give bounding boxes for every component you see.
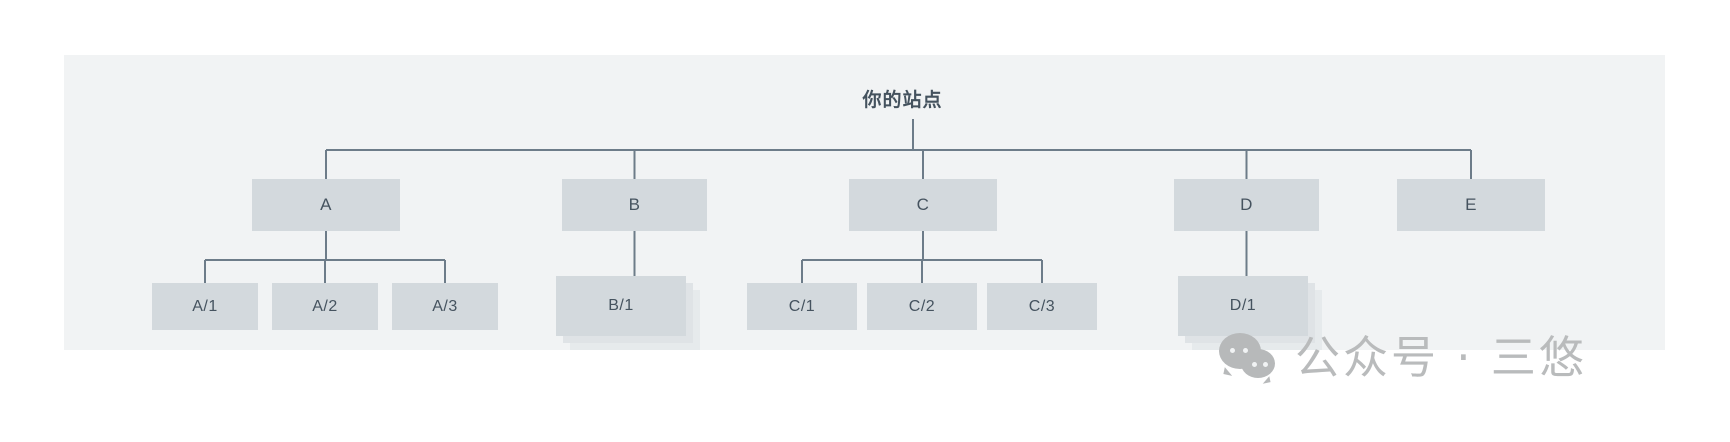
tree-node-label: D [1240, 195, 1253, 214]
tree-node-d[interactable]: D [1174, 179, 1319, 231]
tree-node-a-1[interactable]: A/1 [152, 283, 258, 330]
tree-node-label: D/1 [1229, 297, 1257, 314]
tree-node-label: C/2 [908, 297, 936, 315]
tree-node-label: B/1 [608, 297, 634, 314]
tree-node-b[interactable]: B [562, 179, 707, 231]
watermark-text: 公众号 · 三悠 [1295, 330, 1587, 384]
sitemap-canvas: 你的站点 A B C D E A/1 A/2 A/3 B/1 C/1 C/2 C/3 D/1 公众号 ·… [64, 55, 1665, 380]
tree-node-d-1[interactable]: D/1 [1178, 276, 1308, 336]
wechat-chat-bubbles-icon [1219, 333, 1281, 381]
tree-node-e[interactable]: E [1397, 179, 1545, 231]
tree-node-b-1[interactable]: B/1 [556, 276, 686, 336]
tree-node-label: B [628, 195, 641, 214]
tree-node-c-2[interactable]: C/2 [867, 283, 977, 330]
tree-node-label: C [916, 195, 930, 214]
watermark: 公众号 · 三悠 [1219, 333, 1587, 381]
tree-node-label: C/3 [1028, 297, 1056, 315]
tree-node-label: A/3 [432, 297, 458, 315]
tree-node-a[interactable]: A [252, 179, 400, 231]
tree-node-c-3[interactable]: C/3 [987, 283, 1097, 330]
root-node-label: 你的站点 [862, 90, 943, 111]
tree-node-label: A [320, 195, 332, 214]
tree-node-c-1[interactable]: C/1 [747, 283, 857, 330]
tree-node-a-3[interactable]: A/3 [392, 283, 498, 330]
tree-node-label: A/1 [192, 297, 218, 315]
tree-node-label: A/2 [312, 297, 338, 315]
tree-node-label: E [1465, 195, 1477, 214]
tree-node-a-2[interactable]: A/2 [272, 283, 378, 330]
tree-node-c[interactable]: C [849, 179, 997, 231]
tree-node-label: C/1 [788, 297, 816, 315]
